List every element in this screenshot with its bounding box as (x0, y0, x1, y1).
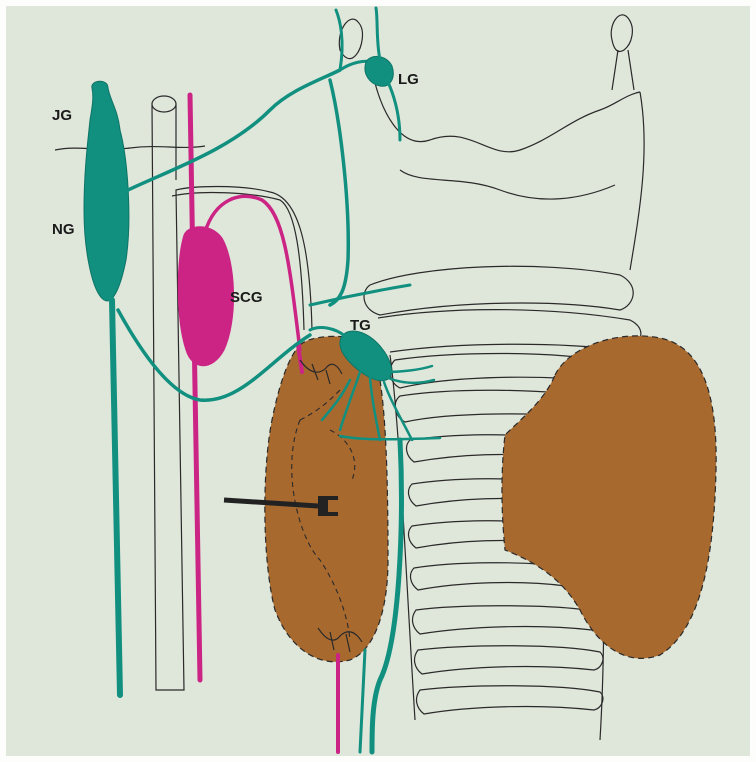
superior-cervical-ganglion (178, 227, 233, 366)
label-lg: LG (398, 71, 419, 88)
carotid-top (152, 96, 176, 112)
label-jg: JG (52, 107, 72, 124)
label-ng: NG (52, 221, 75, 238)
label-tg: TG (350, 317, 371, 334)
label-scg: SCG (230, 289, 263, 306)
